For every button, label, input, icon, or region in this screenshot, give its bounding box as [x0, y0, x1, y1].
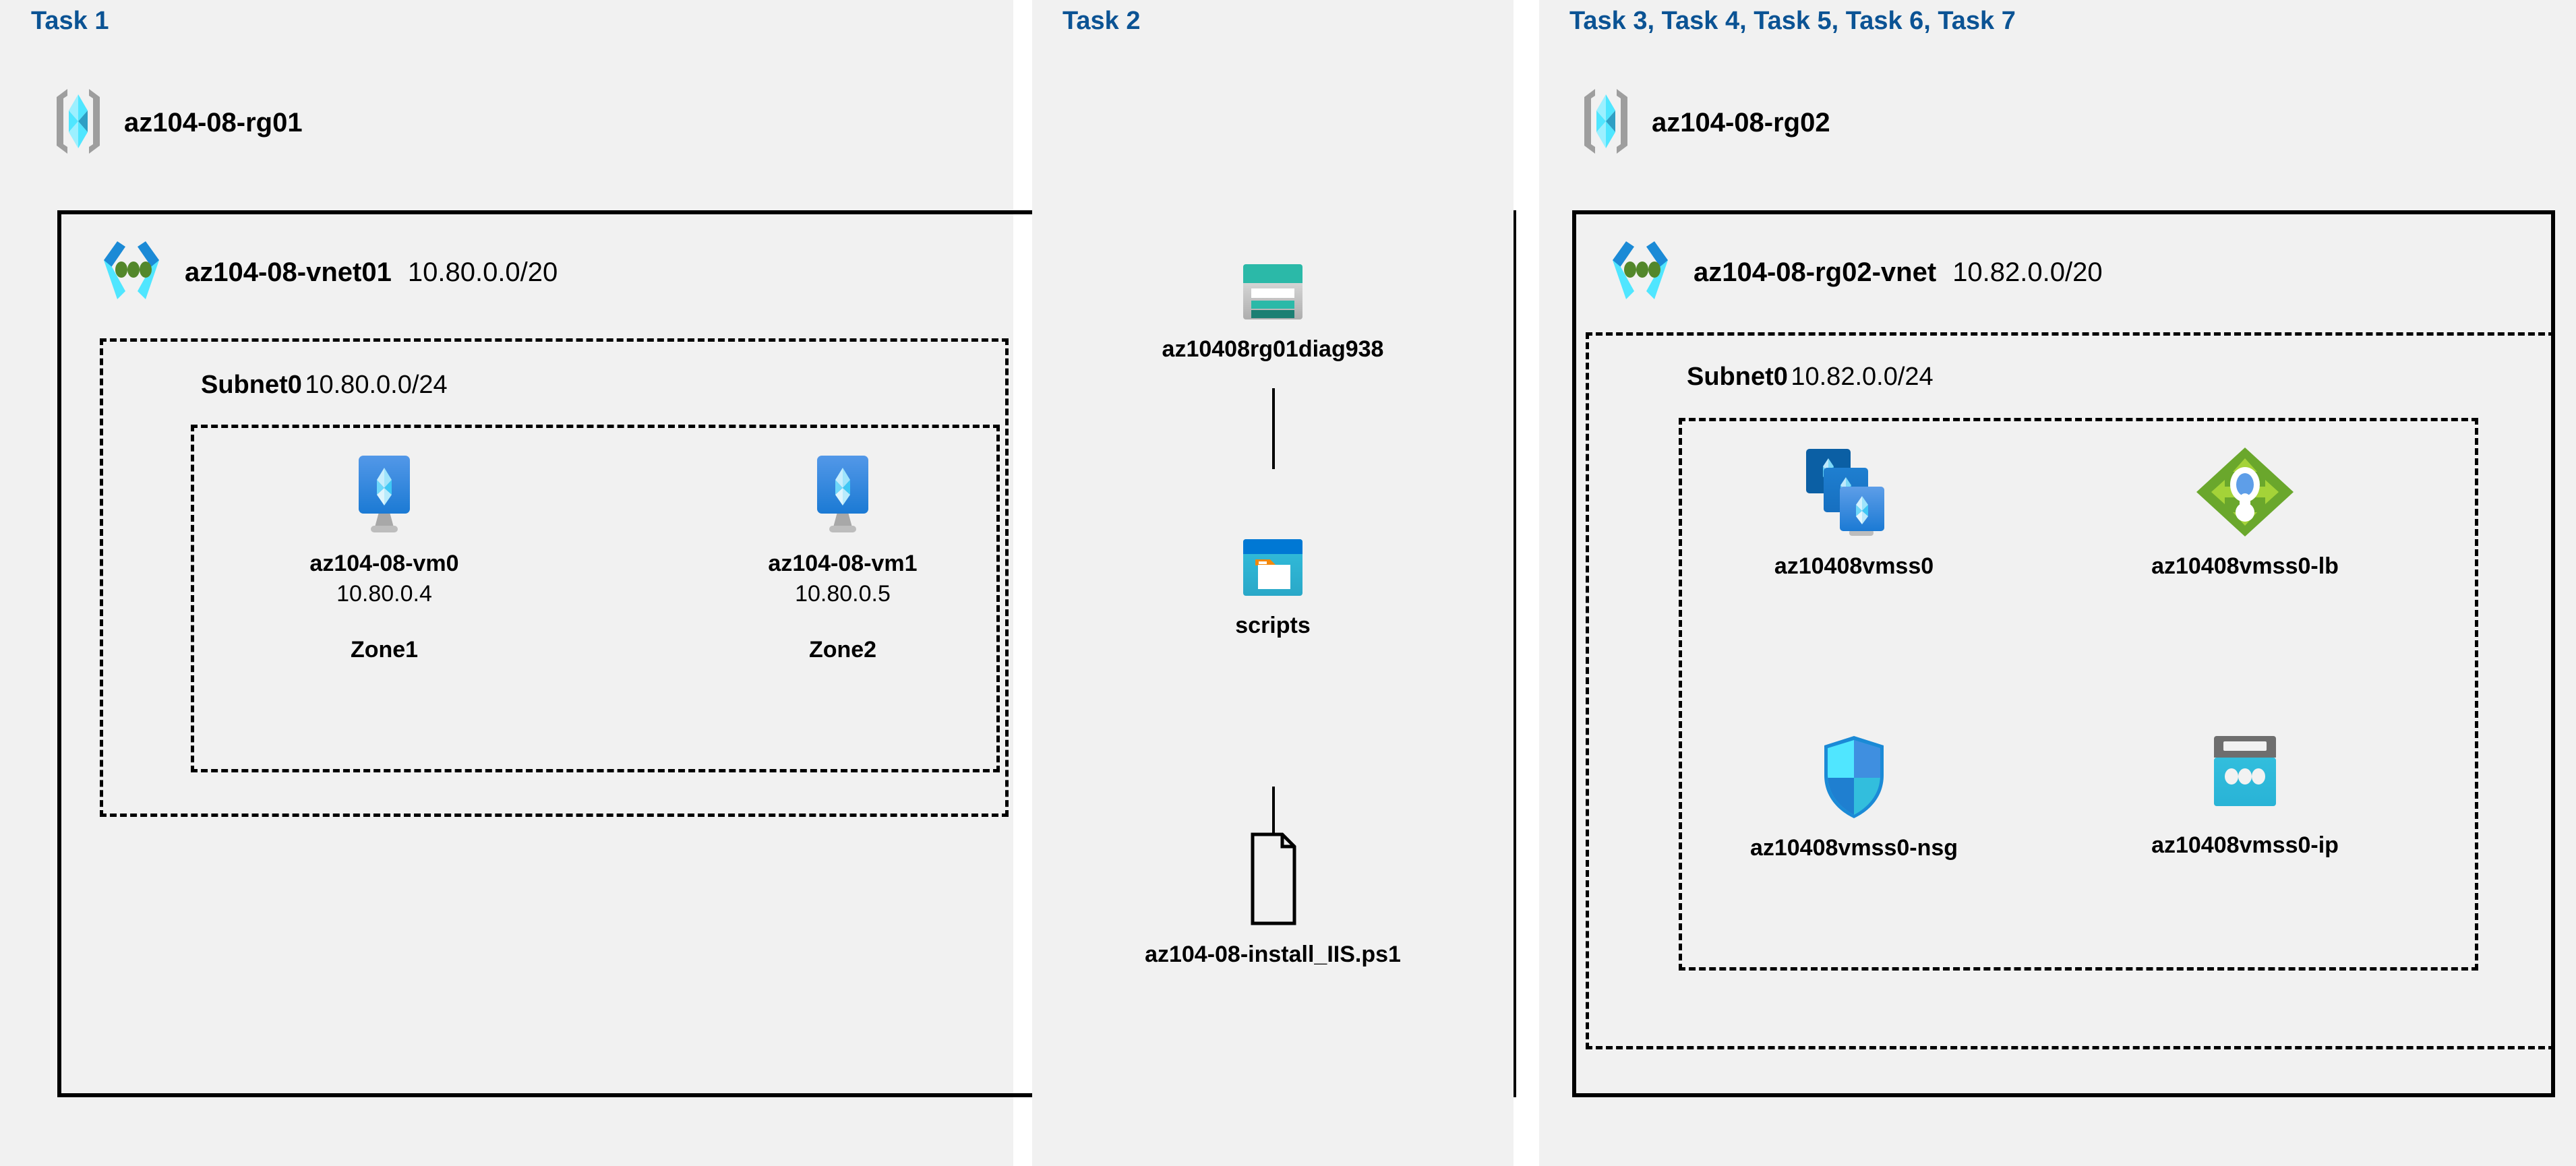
- blob-container-node[interactable]: scripts: [1172, 536, 1374, 639]
- subnet-cidr-label: 10.82.0.0/24: [1791, 363, 1934, 391]
- public-ip-address-node[interactable]: az10408vmss0-ip: [2144, 733, 2346, 859]
- blob-container-label: scripts: [1235, 613, 1311, 638]
- panel-task1: [0, 0, 1013, 1166]
- vm-name-label: az104-08-vm0: [309, 551, 459, 576]
- vm-name-label: az104-08-vm1: [768, 551, 918, 576]
- vm-node-az104-08-vm1[interactable]: az104-08-vm1 10.80.0.5 Zone2: [742, 453, 944, 663]
- subnet-name-label: Subnet0: [1687, 363, 1788, 391]
- file-icon: [1240, 830, 1305, 931]
- resource-group-label: az104-08-rg02: [1652, 108, 1830, 137]
- subnet-label-task3: Subnet0 10.82.0.0/24: [1687, 363, 1934, 392]
- load-balancer-icon: [2194, 445, 2296, 543]
- public-ip-address-icon: [2205, 733, 2285, 822]
- virtual-network-az104-08-vnet01: az104-08-vnet01 10.80.0.0/20: [94, 237, 558, 308]
- virtual-network-icon: [94, 237, 169, 308]
- virtual-network-icon: [1603, 237, 1677, 308]
- network-security-group-icon: [1817, 733, 1891, 824]
- public-ip-address-label: az10408vmss0-ip: [2151, 832, 2339, 858]
- resource-group-label: az104-08-rg01: [124, 108, 303, 137]
- task3-heading: Task 3, Task 4, Task 5, Task 6, Task 7: [1569, 7, 2016, 35]
- load-balancer-node[interactable]: az10408vmss0-lb: [2144, 445, 2346, 580]
- storage-account-node[interactable]: az10408rg01diag938: [1162, 262, 1383, 363]
- vnet-cidr-label: 10.80.0.0/20: [407, 257, 558, 287]
- virtual-machine-icon: [806, 453, 879, 540]
- vnet-name-label: az104-08-rg02-vnet: [1694, 257, 1937, 287]
- vnet-name-label: az104-08-vnet01: [185, 257, 392, 287]
- vm-ip-label: 10.80.0.4: [336, 581, 432, 607]
- subnet-name-label: Subnet0: [201, 371, 302, 399]
- connector-container-to-file: [1272, 787, 1275, 867]
- virtual-machine-icon: [348, 453, 421, 540]
- blob-container-icon: [1240, 536, 1305, 602]
- vm-ip-label: 10.80.0.5: [795, 581, 891, 607]
- vnet-boundary-task1: [57, 210, 1516, 1097]
- subnet-boundary-task3: [1586, 332, 2555, 1049]
- availability-zone-boundary: [191, 425, 1000, 772]
- network-security-group-label: az10408vmss0-nsg: [1749, 835, 1958, 861]
- connector-storage-to-container: [1272, 388, 1275, 469]
- vm-scale-set-label: az10408vmss0: [1774, 553, 1934, 579]
- task2-heading: Task 2: [1062, 7, 1141, 35]
- resource-group-inner-boundary: [1679, 418, 2478, 971]
- storage-account-label: az10408rg01diag938: [1162, 336, 1384, 362]
- vm-zone-label: Zone1: [350, 637, 419, 663]
- subnet-boundary-task1: [100, 338, 1009, 817]
- vm-scale-set-node[interactable]: az10408vmss0: [1753, 445, 1955, 580]
- resource-group-az104-08-rg02: az104-08-rg02: [1578, 86, 1830, 160]
- storage-account-icon: [1240, 262, 1305, 326]
- vm-scale-set-icon: [1803, 445, 1905, 543]
- subnet-label-task1: Subnet0 10.80.0.0/24: [201, 371, 448, 400]
- load-balancer-label: az10408vmss0-lb: [2151, 553, 2339, 579]
- task1-heading: Task 1: [31, 7, 109, 35]
- virtual-network-az104-08-rg02-vnet: az104-08-rg02-vnet 10.82.0.0/20: [1603, 237, 2103, 308]
- panel-task3: [1539, 0, 2576, 1166]
- resource-group-icon: [50, 86, 107, 160]
- network-security-group-node[interactable]: az10408vmss0-nsg: [1749, 733, 1958, 861]
- resource-group-icon: [1578, 86, 1634, 160]
- script-file-label: az104-08-install_IIS.ps1: [1145, 942, 1401, 967]
- vnet-cidr-label: 10.82.0.0/20: [1952, 257, 2103, 287]
- script-file-node[interactable]: az104-08-install_IIS.ps1: [1145, 830, 1401, 968]
- vm-zone-label: Zone2: [808, 637, 877, 663]
- resource-group-az104-08-rg01: az104-08-rg01: [50, 86, 303, 160]
- subnet-cidr-label: 10.80.0.0/24: [305, 371, 448, 399]
- vm-node-az104-08-vm0[interactable]: az104-08-vm0 10.80.0.4 Zone1: [283, 453, 485, 663]
